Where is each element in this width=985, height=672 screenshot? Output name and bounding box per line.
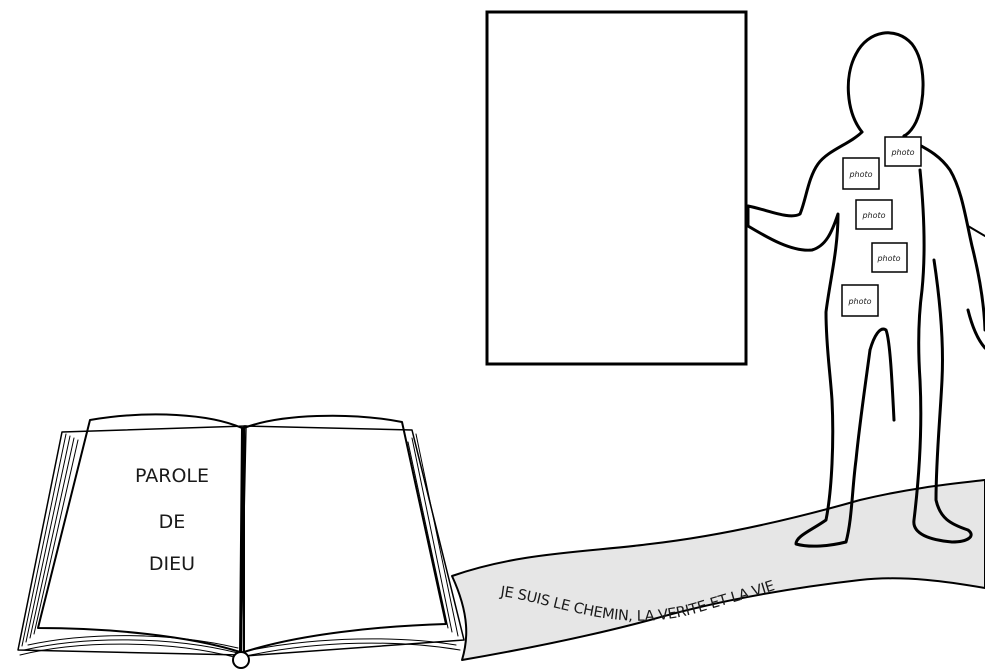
figure-crotch bbox=[870, 329, 894, 420]
open-book: PAROLE DE DIEU bbox=[18, 414, 464, 668]
human-figure: photo photo photo photo photo bbox=[748, 33, 985, 546]
book-title-line-3: DIEU bbox=[149, 553, 195, 575]
photo-label: photo bbox=[861, 211, 885, 220]
book-title-line-1: PAROLE bbox=[135, 465, 209, 487]
photo-label: photo bbox=[876, 254, 900, 263]
photo-label: photo bbox=[848, 170, 872, 179]
bookmark-knob bbox=[233, 652, 249, 668]
photo-label: photo bbox=[847, 297, 871, 306]
photo-slot-2: photo bbox=[843, 158, 879, 189]
photo-slot-5: photo bbox=[842, 285, 878, 316]
figure-left-side bbox=[748, 132, 870, 546]
book-title-line-2: DE bbox=[159, 511, 186, 533]
ribbon-shape bbox=[452, 480, 985, 660]
ribbon-path: JE SUIS LE CHEMIN, LA VERITE ET LA VIE bbox=[452, 480, 985, 660]
photo-slot-4: photo bbox=[872, 243, 907, 272]
blank-sign-frame bbox=[487, 12, 746, 364]
photo-slot-3: photo bbox=[856, 200, 892, 229]
figure-head bbox=[848, 33, 923, 136]
photo-slot-1: photo bbox=[885, 137, 921, 166]
photo-label: photo bbox=[890, 148, 914, 157]
